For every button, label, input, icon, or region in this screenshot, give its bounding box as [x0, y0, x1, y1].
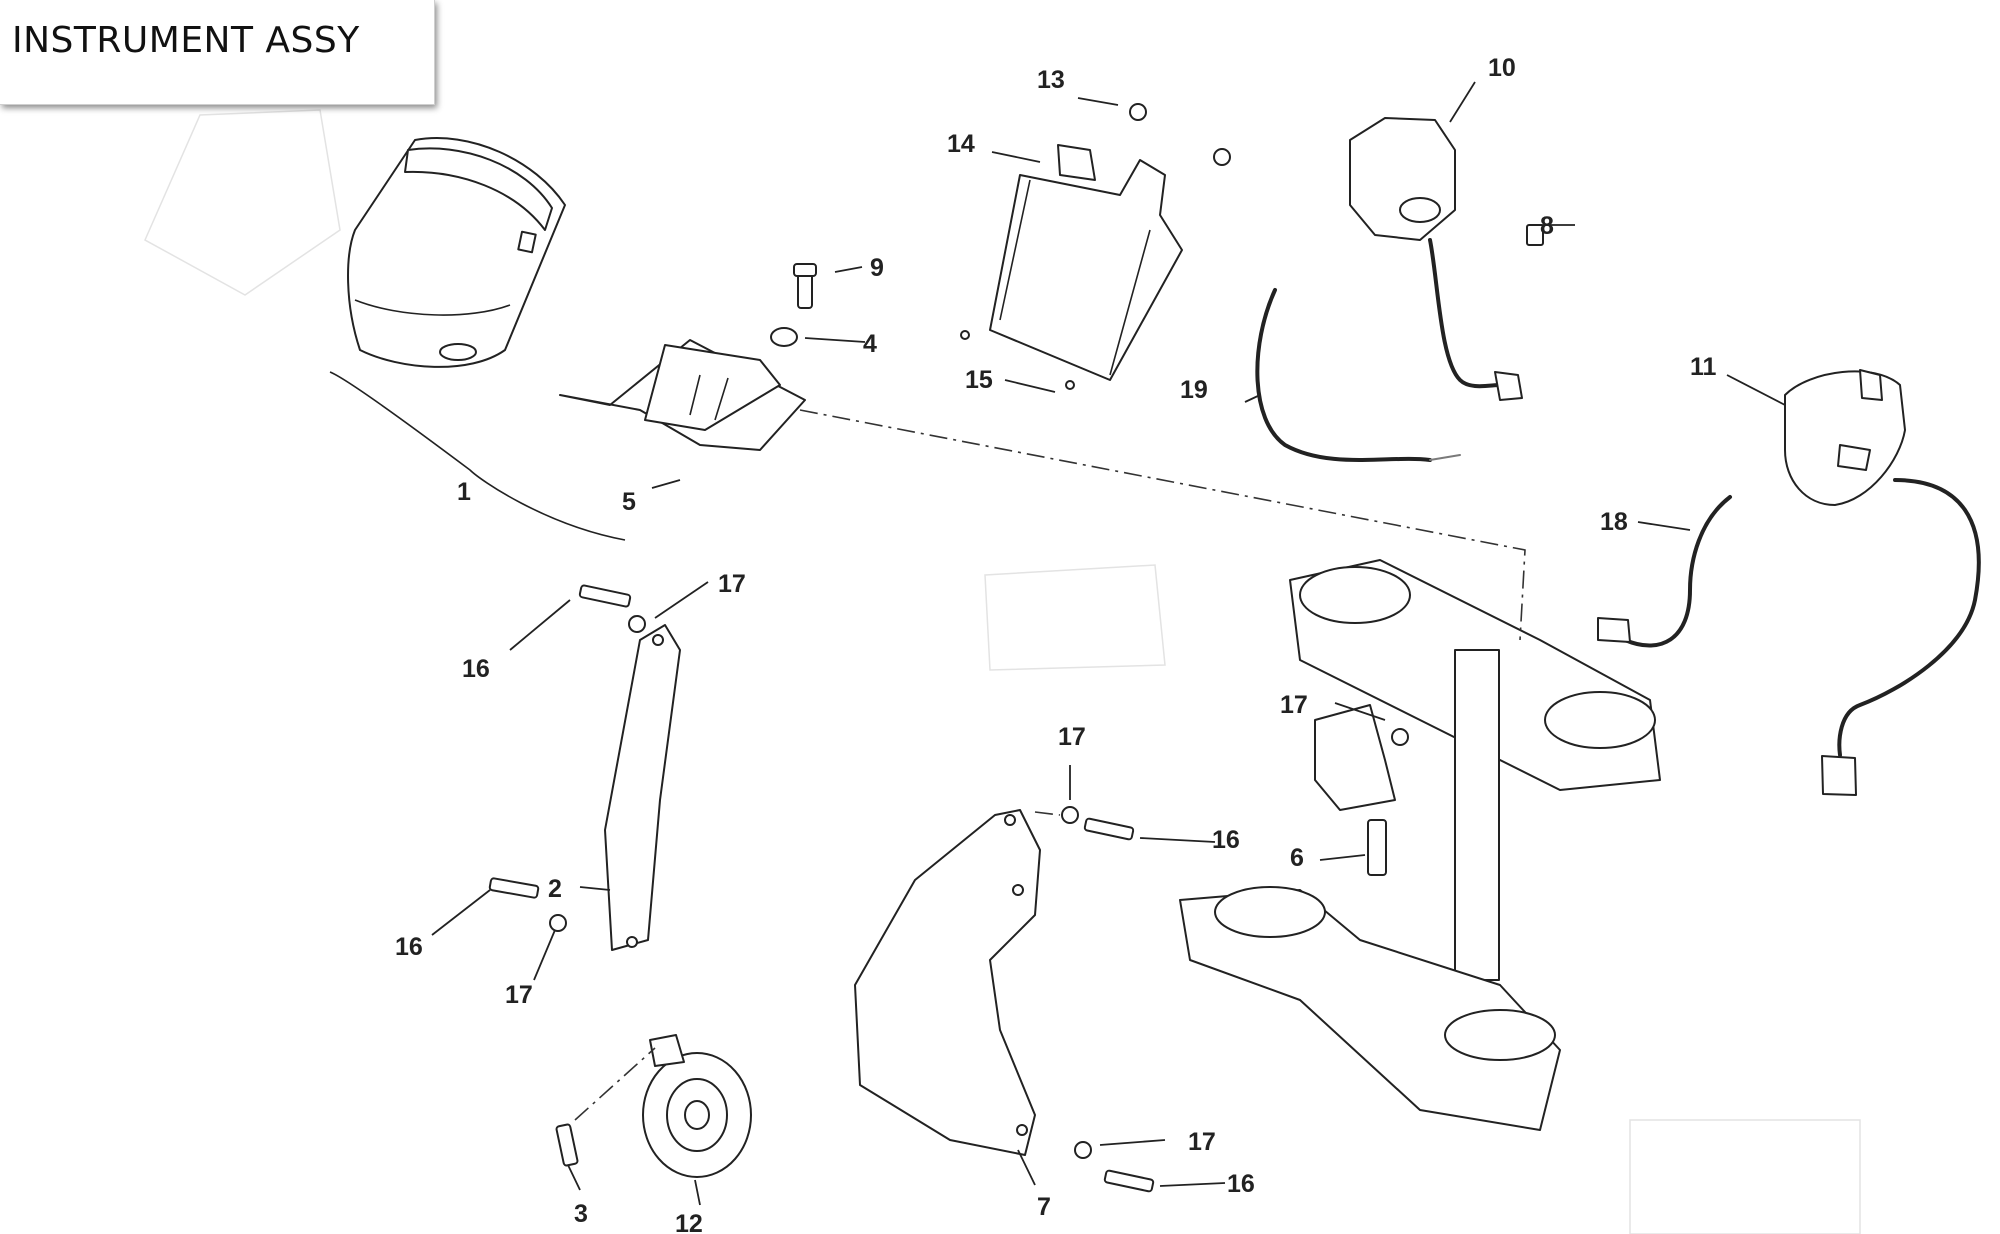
title-box: INSTRUMENT ASSY	[0, 0, 435, 105]
callout-5: 5	[622, 488, 636, 516]
callout-14: 14	[947, 130, 975, 158]
control-unit-part	[960, 103, 1231, 390]
callout-17d: 17	[1280, 691, 1308, 719]
callout-1: 1	[457, 478, 471, 506]
callout-labels: 1 2 3 4 5 6 7 8 9 10 11 12 13 14 15 16 1…	[395, 54, 1717, 1234]
instrument-bracket-part	[559, 263, 817, 451]
callout-leaders	[431, 81, 1786, 1206]
right-switch-part	[1597, 369, 1981, 796]
wire-harness-part	[1255, 288, 1461, 462]
callout-17a: 17	[718, 570, 746, 598]
triple-clamp-part	[1179, 559, 1661, 1131]
right-bracket-plate-part	[854, 809, 1041, 1156]
callout-2: 2	[548, 875, 562, 903]
callout-16c: 16	[1212, 826, 1240, 854]
callout-19: 19	[1180, 376, 1208, 404]
callout-16b: 16	[395, 933, 423, 961]
callout-3: 3	[574, 1200, 588, 1228]
left-bracket-plate-part	[604, 624, 681, 951]
left-switch-part	[1349, 117, 1544, 401]
callout-16a: 16	[462, 655, 490, 683]
instrument-cluster-part	[329, 137, 626, 541]
callout-11: 11	[1690, 353, 1717, 381]
callout-13: 13	[1037, 66, 1065, 94]
callout-16d: 16	[1227, 1170, 1255, 1198]
callout-18: 18	[1600, 508, 1628, 536]
assembly-dash-lines	[574, 409, 1526, 1121]
callout-15: 15	[965, 366, 993, 394]
callout-7: 7	[1037, 1193, 1051, 1221]
callout-17c: 17	[1058, 723, 1086, 751]
callout-6: 6	[1290, 844, 1304, 872]
callout-12: 12	[675, 1210, 703, 1234]
callout-8: 8	[1540, 212, 1554, 240]
callout-10: 10	[1488, 54, 1516, 82]
callout-4: 4	[863, 330, 877, 358]
background-ghost-shape	[144, 109, 1861, 1234]
callout-9: 9	[870, 254, 884, 282]
page-title: INSTRUMENT ASSY	[12, 20, 360, 61]
fastener-set	[488, 584, 1409, 1193]
horn-part	[642, 1034, 752, 1178]
callout-17e: 17	[1188, 1128, 1216, 1156]
callout-17b: 17	[505, 981, 533, 1009]
